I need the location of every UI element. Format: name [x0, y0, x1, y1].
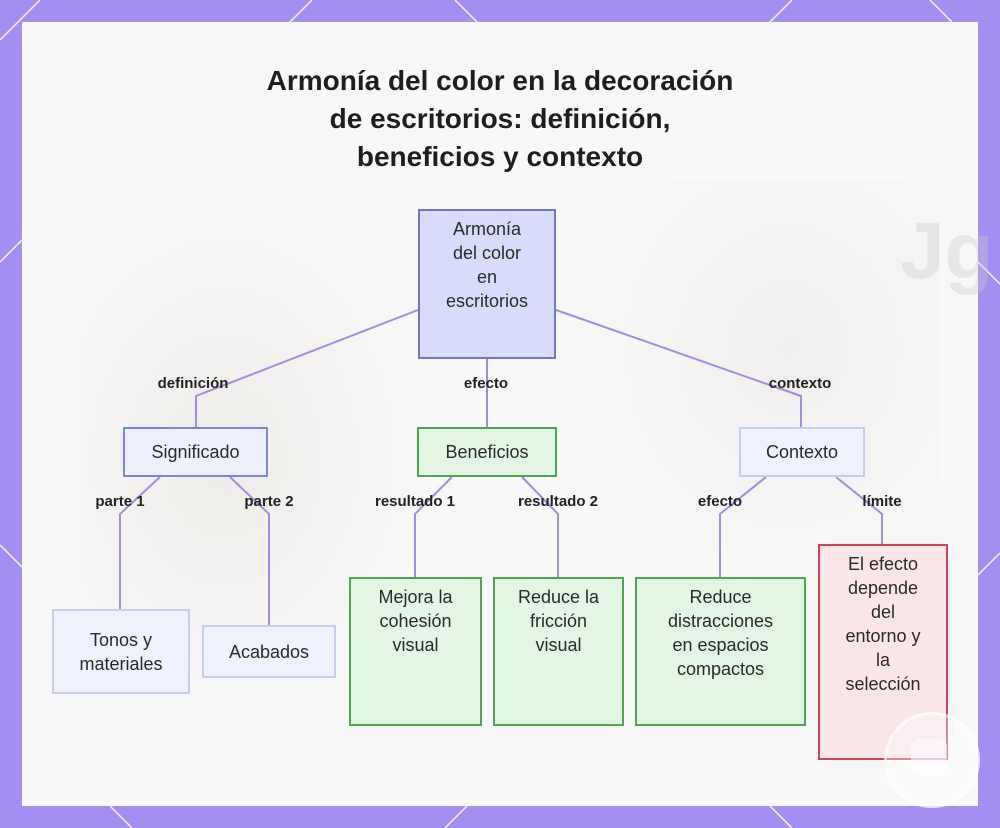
node-distracciones-line: compactos — [668, 657, 773, 681]
node-acabados: Acabados — [202, 625, 336, 678]
edge-label-limite: límite — [862, 493, 901, 510]
edge-label-efecto: efecto — [464, 375, 508, 392]
node-depende-line: El efecto — [845, 552, 920, 576]
edge-label-parte-2: parte 2 — [244, 493, 293, 510]
node-mejora-line: cohesión — [378, 609, 452, 633]
edge-label-efecto-2: efecto — [698, 493, 742, 510]
node-friccion-line: fricción — [518, 609, 599, 633]
edge-label-resultado-2: resultado 2 — [518, 493, 598, 510]
node-root-line: escritorios — [446, 289, 528, 313]
node-distracciones-line: distracciones — [668, 609, 773, 633]
node-distracciones-line: en espacios — [668, 633, 773, 657]
edge-contexto-reduce-distracciones — [720, 477, 766, 577]
node-depende-line: depende — [845, 576, 920, 600]
node-mejora-line: Mejora la — [378, 585, 452, 609]
node-depende-line: selección — [845, 672, 920, 696]
node-depende-line: del — [845, 600, 920, 624]
edge-label-parte-1: parte 1 — [95, 493, 144, 510]
edge-label-definicion: definición — [158, 375, 229, 392]
edge-root-contexto — [556, 310, 801, 427]
node-mejora-line: visual — [378, 633, 452, 657]
node-root-line: del color — [446, 241, 528, 265]
edge-label-resultado-1: resultado 1 — [375, 493, 455, 510]
node-beneficios: Beneficios — [417, 427, 557, 477]
edge-contexto-efecto-depende — [836, 477, 882, 544]
edge-beneficios-mejora — [415, 477, 452, 577]
node-root: Armonía del color en escritorios — [418, 209, 556, 359]
logo-mark — [911, 739, 947, 775]
node-tonos-line: Tonos y — [79, 628, 162, 652]
node-reduce-friccion: Reduce la fricción visual — [493, 577, 624, 726]
edge-beneficios-reduce-friccion — [522, 477, 558, 577]
brand-logo-icon — [884, 712, 980, 808]
node-contexto: Contexto — [739, 427, 865, 477]
node-friccion-line: visual — [518, 633, 599, 657]
node-mejora-cohesion: Mejora la cohesión visual — [349, 577, 482, 726]
edge-root-significado — [196, 310, 418, 427]
node-reduce-distracciones: Reduce distracciones en espacios compact… — [635, 577, 806, 726]
node-tonos-line: materiales — [79, 652, 162, 676]
node-friccion-line: Reduce la — [518, 585, 599, 609]
node-depende-line: la — [845, 648, 920, 672]
edge-label-contexto: contexto — [769, 375, 832, 392]
node-root-line: en — [446, 265, 528, 289]
node-root-line: Armonía — [446, 217, 528, 241]
node-depende-line: entorno y — [845, 624, 920, 648]
node-distracciones-line: Reduce — [668, 585, 773, 609]
node-tonos-materiales: Tonos y materiales — [52, 609, 190, 694]
node-significado: Significado — [123, 427, 268, 477]
